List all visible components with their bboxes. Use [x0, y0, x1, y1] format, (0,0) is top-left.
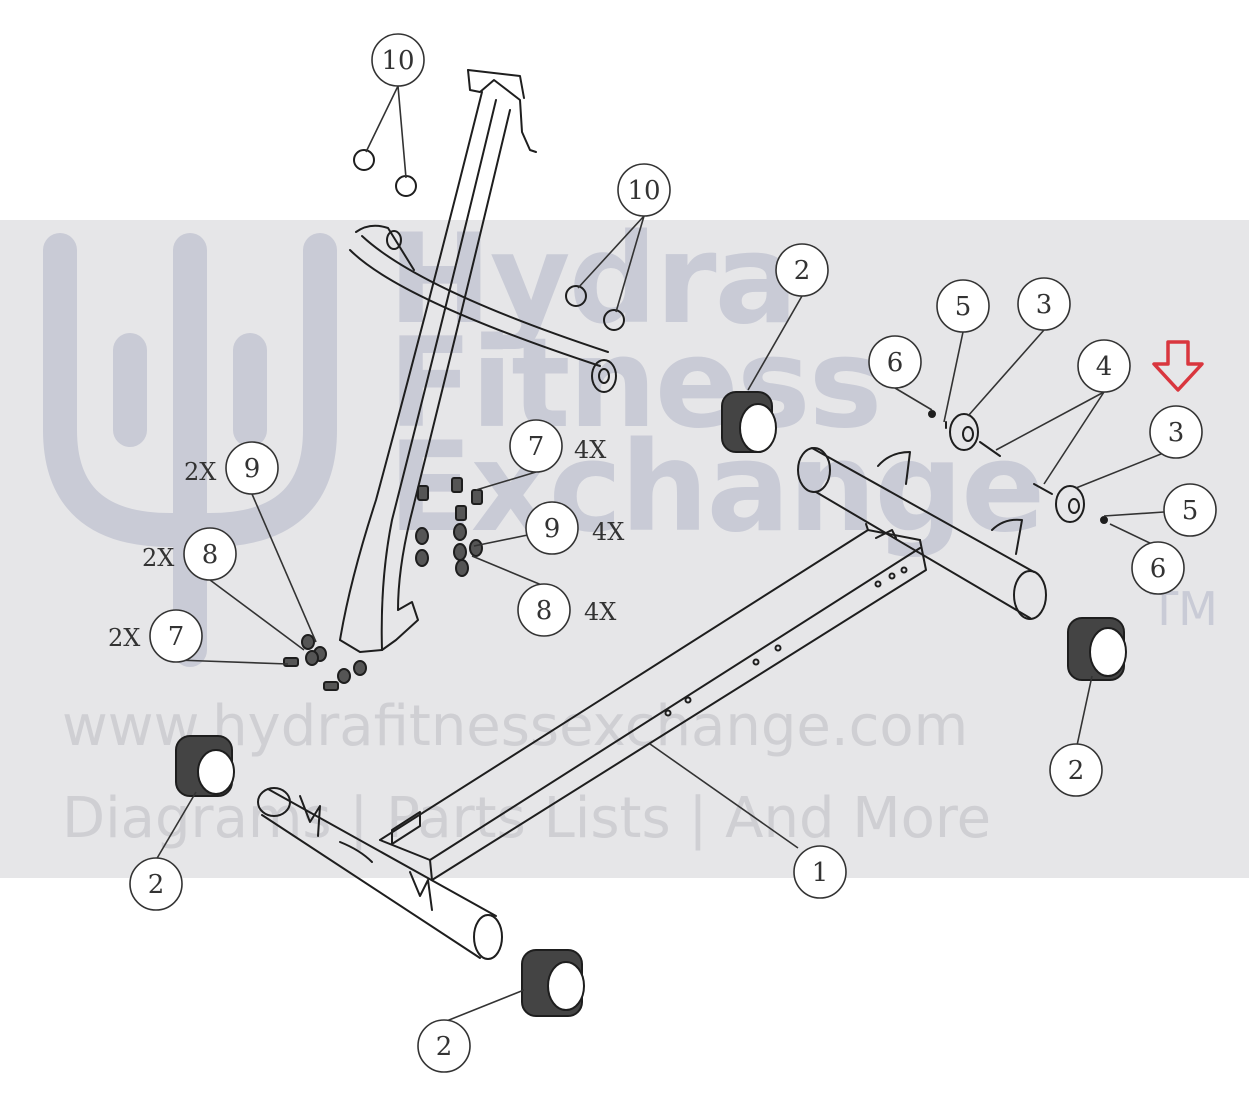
callout-5-right: 5: [1163, 483, 1217, 537]
down-arrow-icon: [1152, 340, 1204, 392]
callout-1: 1: [793, 845, 847, 899]
watermark-brand-line1: Hydra: [388, 208, 798, 352]
watermark-logo-icon: [43, 233, 337, 667]
callout-group: 10 10 2 6 5 3 4 3 5 6 9 8 7 7 9 8 2 2 2 …: [129, 33, 1217, 1073]
quantity-7-center: 4X: [574, 436, 606, 464]
hardware-cluster-left: [283, 634, 367, 691]
callout-5-left: 5: [936, 279, 990, 333]
callout-label: 4: [1096, 352, 1113, 382]
callout-label: 10: [627, 176, 660, 206]
quantity-9-center: 4X: [592, 518, 624, 546]
main-beam: [379, 523, 927, 881]
callout-6-left: 6: [868, 335, 922, 389]
front-tube: [257, 787, 503, 960]
callout-label: 9: [244, 454, 261, 484]
callout-label: 6: [1150, 554, 1167, 584]
callout-4: 4: [1077, 339, 1131, 393]
quantity-7-left: 2X: [108, 624, 140, 652]
wheel-rear-left: [721, 391, 777, 453]
callout-7-center: 7: [509, 419, 563, 473]
callout-label: 2: [794, 256, 811, 286]
callout-label: 3: [1036, 290, 1053, 320]
quantity-8-center: 4X: [584, 598, 616, 626]
callout-label: 2: [1068, 756, 1085, 786]
hub-left: [928, 410, 1001, 457]
callout-label: 8: [536, 596, 553, 626]
callout-label: 5: [1182, 496, 1199, 526]
leader-lines: [155, 85, 1177, 1023]
callout-10-upper: 10: [371, 33, 425, 87]
quantity-9-left: 2X: [184, 458, 216, 486]
watermark-brand: Hydra Fitness Exchange: [388, 208, 1045, 560]
callout-2-front-left: 2: [129, 857, 183, 911]
wheel-front-right: [521, 949, 585, 1017]
callout-2-rear-left: 2: [775, 243, 829, 297]
callout-3-right: 3: [1149, 405, 1203, 459]
callout-6-right: 6: [1131, 541, 1185, 595]
callout-9-left: 9: [225, 441, 279, 495]
upright-column: [339, 69, 537, 653]
quantity-8-left: 2X: [142, 544, 174, 572]
callout-label: 9: [544, 514, 561, 544]
callout-label: 3: [1168, 418, 1185, 448]
hardware-cluster-center: [415, 477, 483, 577]
crossbar: [349, 224, 617, 393]
hub-right: [1033, 483, 1108, 524]
callout-label: 8: [202, 540, 219, 570]
callout-8-left: 8: [183, 527, 237, 581]
callout-label: 6: [887, 348, 904, 378]
callout-9-center: 9: [525, 501, 579, 555]
callout-label: 7: [528, 432, 545, 462]
callout-2-rear-right: 2: [1049, 743, 1103, 797]
watermark-brand-line3: Exchange: [388, 416, 1045, 560]
callout-label: 7: [168, 622, 185, 652]
wheel-front-left: [175, 735, 235, 797]
callout-8-center: 8: [517, 583, 571, 637]
callout-label: 10: [381, 46, 414, 76]
wheel-rear-right: [1067, 617, 1127, 681]
rear-tube: [797, 447, 1047, 620]
cap-set-lower: [565, 285, 625, 331]
cap-set-upper: [353, 149, 417, 197]
callout-3-left: 3: [1017, 277, 1071, 331]
callout-2-front-right: 2: [417, 1019, 471, 1073]
callout-label: 1: [812, 858, 829, 888]
callout-10-lower: 10: [617, 163, 671, 217]
callout-7-left: 7: [149, 609, 203, 663]
callout-label: 2: [436, 1032, 453, 1062]
callout-label: 2: [148, 870, 165, 900]
callout-label: 5: [955, 292, 972, 322]
watermark-brand-line2: Fitness: [388, 312, 882, 456]
